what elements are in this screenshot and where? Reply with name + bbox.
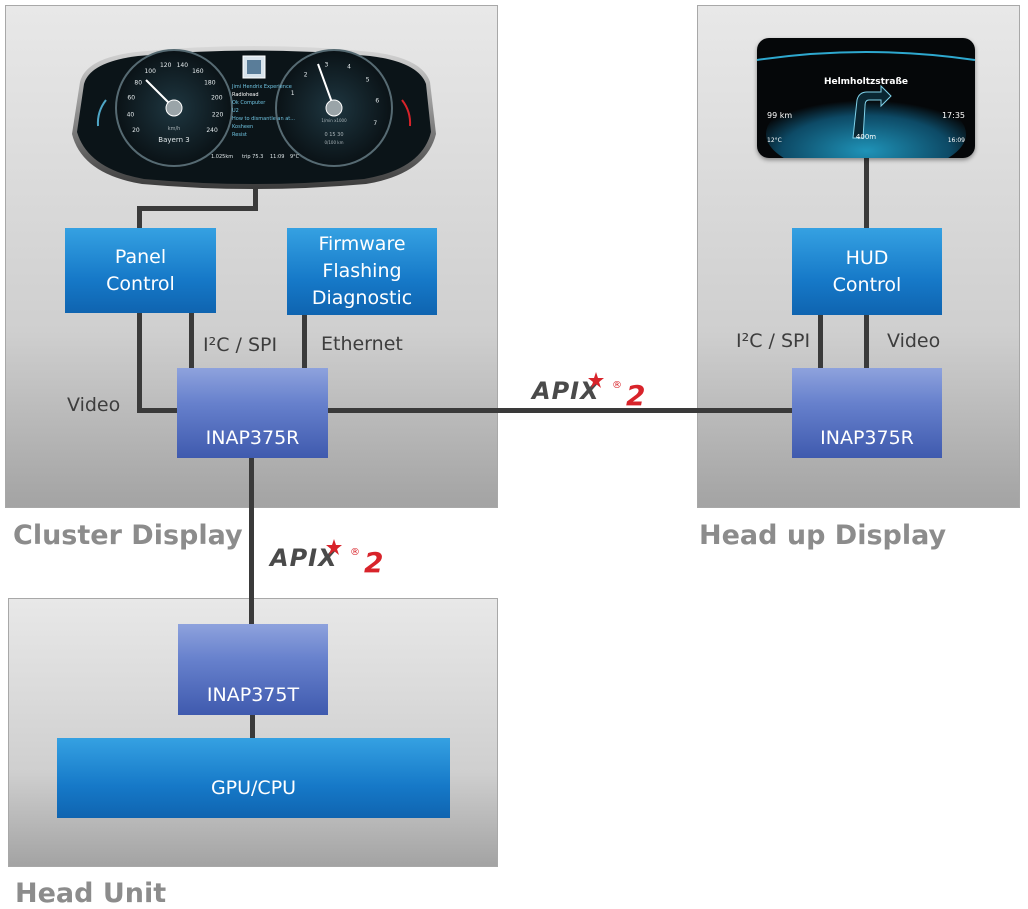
hud-screen-graphic: Helmholtzstraße 99 km 17:35 400m 12°C 16… <box>757 51 975 158</box>
media-list-item: Radiohead <box>232 92 259 98</box>
connector-apix-head-unit <box>249 457 254 626</box>
apix-version: 2 <box>626 379 645 410</box>
hud-screen: Helmholtzstraße 99 km 17:35 400m 12°C 16… <box>757 38 975 158</box>
temp-gauge <box>401 99 412 127</box>
panel-control-block: Panel Control <box>65 228 216 313</box>
cluster-display-label: Cluster Display <box>13 520 243 551</box>
speed-unit: km/h <box>168 126 181 132</box>
outside-temperature: 9°C <box>290 154 300 160</box>
media-list-item: U2 <box>232 108 239 114</box>
apix-star-icon <box>326 539 342 555</box>
speed-tick-label: 100 <box>144 68 156 75</box>
apix-wordmark: APIX <box>530 377 600 405</box>
speed-tick-label: 140 <box>177 62 189 69</box>
tachometer-hub <box>325 99 343 117</box>
hud-road-area <box>766 92 966 158</box>
trip-meter: trip 75.3 <box>242 154 263 160</box>
hud-temperature: 12°C <box>767 137 782 144</box>
connector-i2c-hud <box>818 315 823 371</box>
i2c-spi-label-hud: I²C / SPI <box>736 330 811 352</box>
hud-turn-arrow <box>852 84 892 139</box>
range-distance: 0/100 km <box>324 140 343 145</box>
inap375r-hud-label: INAP375R <box>820 427 914 449</box>
hud-clock: 16:09 <box>948 137 965 144</box>
media-list-item: Kosheen <box>232 124 253 130</box>
rpm-tick-label: 7 <box>373 120 377 127</box>
hud-street-name: Helmholtzstraße <box>824 77 908 87</box>
rpm-unit: 1/min x1000 <box>321 118 347 123</box>
inap375t-head-unit-chip: INAP375T <box>178 624 328 715</box>
apix-version: 2 <box>364 546 383 577</box>
hud-speed: 99 km <box>767 111 792 120</box>
speed-tick-label: 20 <box>132 127 140 134</box>
odometer: 1.025km <box>211 154 233 160</box>
speed-tick-label: 120 <box>160 62 172 69</box>
rpm-tick-label: 3 <box>324 62 328 69</box>
hud-distance: 400m <box>856 133 876 141</box>
head-unit-label: Head Unit <box>15 878 167 909</box>
video-label-cluster: Video <box>67 394 121 416</box>
inap375t-label: INAP375T <box>206 684 300 706</box>
cluster-clock: 11:09 <box>270 154 284 160</box>
hud-time: 17:35 <box>942 111 965 120</box>
hud-horizon-arc <box>757 51 975 61</box>
video-label-hud: Video <box>887 330 941 352</box>
panel-control-label: Panel Control <box>106 245 175 295</box>
apix-star-icon <box>588 372 604 388</box>
media-album-art-inner <box>247 60 261 74</box>
media-list-item: Ok Computer <box>232 100 266 106</box>
apix-registered-mark: ® <box>350 547 360 558</box>
fuel-gauge <box>96 99 107 127</box>
ethernet-label: Ethernet <box>321 333 403 355</box>
firmware-block: Firmware Flashing Diagnostic <box>287 228 437 315</box>
apix-wordmark: APIX <box>268 544 338 572</box>
connector-video-to-chip <box>137 408 179 413</box>
speed-tick-label: 60 <box>127 95 135 102</box>
radio-station: Bayern 3 <box>158 136 189 144</box>
inap375r-cluster-chip: INAP375R <box>177 368 328 458</box>
connector-ethernet <box>302 315 307 370</box>
gpu-cpu-label: GPU/CPU <box>210 776 297 799</box>
speed-tick-label: 200 <box>211 95 223 102</box>
speed-tick-label: 40 <box>127 111 135 118</box>
connector-hud-screen <box>864 158 869 230</box>
rpm-tick-label: 2 <box>304 71 308 78</box>
connector-gpu <box>250 714 255 740</box>
media-list-item: Jimi Hendrix Experience <box>231 84 292 90</box>
speed-tick-label: 240 <box>206 127 218 134</box>
head-up-display-label: Head up Display <box>699 520 947 551</box>
speed-tick-label: 220 <box>212 111 224 118</box>
rpm-tick-label: 5 <box>366 77 370 84</box>
rpm-tick-label: 1 <box>291 90 295 97</box>
hud-control-label: HUD Control <box>832 246 902 296</box>
media-list-item: Resist <box>232 132 247 138</box>
connector-apix-link <box>328 408 794 413</box>
tachometer-ticks: 1 2 3 4 5 6 7 <box>291 62 380 127</box>
connector-cluster-screen-h <box>137 206 258 211</box>
media-list-item: How to dismantle an at... <box>232 116 295 122</box>
rpm-tick-label: 4 <box>347 64 351 71</box>
speed-tick-label: 180 <box>204 80 216 87</box>
speed-tick-label: 80 <box>134 80 142 87</box>
apix-registered-mark: ® <box>612 380 622 391</box>
range-scale: 0 15 30 <box>324 132 343 138</box>
hud-control-block: HUD Control <box>792 228 942 315</box>
inap375r-cluster-label: INAP375R <box>205 427 300 449</box>
speed-tick-label: 160 <box>192 68 204 75</box>
inap375r-hud-chip: INAP375R <box>792 368 942 458</box>
firmware-label: Firmware Flashing Diagnostic <box>311 233 413 309</box>
speedometer-hub <box>165 99 183 117</box>
connector-i2c-cluster <box>189 313 194 370</box>
apix2-logo-horizontal-link: APIX ® 2 <box>530 372 645 410</box>
apix2-logo-vertical-link: APIX ® 2 <box>268 539 383 577</box>
connector-video-hud <box>864 315 869 371</box>
gpu-cpu-block: GPU/CPU <box>57 738 450 818</box>
rpm-tick-label: 6 <box>375 97 379 104</box>
i2c-spi-label-cluster: I²C / SPI <box>203 334 278 356</box>
